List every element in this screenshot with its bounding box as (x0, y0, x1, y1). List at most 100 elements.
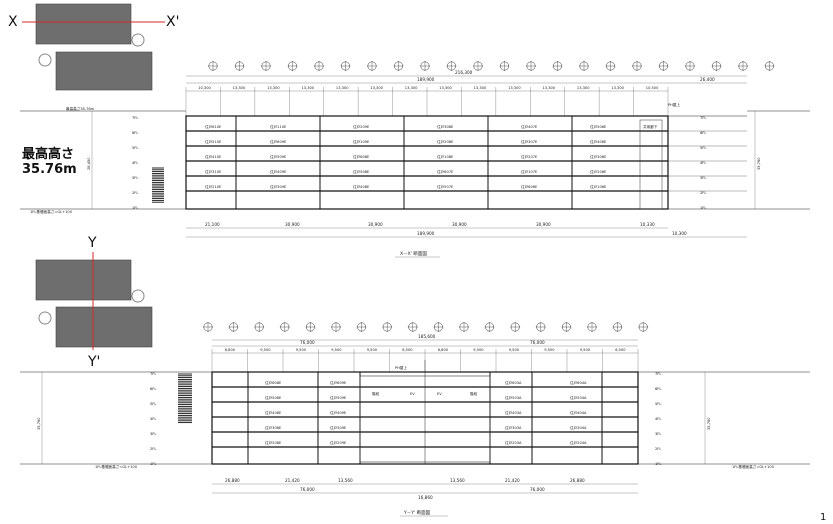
unit-label: 住戸209E (353, 124, 370, 129)
unit-label: 住戸409E (330, 410, 347, 415)
bay-dim-label: 13,300 (543, 86, 556, 90)
key-plan-stair-circle (38, 311, 52, 325)
key-plan-building-north (35, 3, 132, 45)
unit-label: 住戸408E (265, 410, 282, 415)
tree-symbol (420, 61, 430, 71)
unit-label: 住戸308E (265, 425, 282, 430)
bay-dim-label: 6,500 (402, 348, 413, 352)
tree-symbol (526, 61, 536, 71)
unit-label: 住戸508E (353, 169, 370, 174)
floor-level-label: 7FL (132, 116, 138, 120)
bottom-dim-label: 26,880 (225, 478, 240, 483)
floor-level-label: 3FL (132, 176, 138, 180)
floor-level-label: 5FL (700, 146, 706, 150)
floor-level-label: 7FL (150, 372, 156, 376)
tree-symbol (587, 322, 597, 332)
unit-label: 住戸506E (590, 124, 607, 129)
tree-symbol (254, 322, 265, 332)
dim-overall-y: 185,600 (418, 334, 436, 339)
bay-dim-label: 13,300 (233, 86, 246, 90)
key-plan-stair-circle (131, 33, 145, 47)
bottom-dim-label: 26,880 (570, 478, 585, 483)
tree-symbol (446, 61, 457, 71)
unit-label: 住戸306E (590, 154, 607, 159)
tree-symbol (356, 322, 367, 332)
key-plan-building-north-y (35, 259, 132, 301)
tree-symbol (535, 322, 546, 332)
unit-label: 住戸304A (570, 425, 587, 430)
key-plan-y: Y Y' (35, 235, 153, 370)
floor-level-label: 7FL (700, 116, 706, 120)
key-plan-building-south-y (55, 306, 153, 348)
tree-symbol (407, 322, 418, 332)
roof-label-x: PH屋上 (668, 102, 680, 107)
bay-dim-label: 13,300 (439, 86, 452, 90)
unit-label: 住戸609E (330, 380, 347, 385)
building-outline-x (185, 115, 669, 210)
floor-slabs-x (186, 116, 747, 210)
tree-symbol (287, 61, 298, 71)
max-height-value: 35.76m (22, 162, 77, 177)
floor-level-label: 4FL (655, 417, 661, 421)
floor-level-label: 1FL (150, 462, 156, 466)
bay-dim-label: 9,500 (544, 348, 555, 352)
tree-symbol (234, 61, 245, 71)
tree-symbol (561, 322, 572, 332)
bottom-dim-label: 10,330 (640, 222, 655, 227)
bay-dim-label: 13,300 (405, 86, 418, 90)
tree-symbol (499, 61, 510, 71)
floor-level-label: 2FL (700, 191, 706, 195)
unit-label: 住戸203A (505, 440, 522, 445)
height-limit-note-x: 最高高さ35.76m (66, 106, 95, 111)
ground-label-y-left: 1FL基礎面高さ=GL+100 (95, 464, 138, 469)
floor-level-label: 6FL (132, 131, 138, 135)
dim-overall-x: 216,300 (455, 70, 473, 75)
bay-dim-label: 13,300 (336, 86, 349, 90)
tree-symbol (279, 322, 290, 332)
floor-level-label: 5FL (132, 146, 138, 150)
unit-label: 住戸503A (505, 395, 522, 400)
bay-dim-label: 9,500 (367, 348, 378, 352)
bottom-right-x: 10,300 (672, 231, 687, 236)
bay-dim-label: 9,500 (580, 348, 591, 352)
floor-level-label: 3FL (655, 432, 661, 436)
floor-level-label: 1FL (132, 206, 138, 210)
bottom-mid-y: 16,860 (418, 495, 433, 500)
floor-level-label: 2FL (132, 191, 138, 195)
key-plan-x: X X' (8, 3, 179, 91)
tree-symbol (484, 322, 495, 332)
trees-row-y (203, 322, 649, 332)
tree-symbol (305, 322, 316, 332)
stair-hatch-x (152, 167, 164, 203)
unit-label: 住戸406E (590, 139, 607, 144)
ground-label-x: 1FL基礎面高さ=GL+100 (30, 209, 73, 214)
max-height-label: 最高高さ (22, 146, 74, 162)
bay-dim-label: 13,300 (474, 86, 487, 90)
key-plan-stair-circle (131, 289, 145, 303)
tree-symbol (579, 61, 589, 71)
tree-symbol (685, 61, 695, 71)
tree-symbol (331, 322, 341, 332)
tree-symbol (738, 61, 748, 71)
unit-label: 住戸608E (353, 154, 370, 159)
unit-label: 住戸206E (590, 169, 607, 174)
tree-symbol (658, 61, 669, 71)
unit-label: 住戸604A (570, 380, 587, 385)
bay-dim-label: 9,500 (260, 348, 271, 352)
bottom-dim-label: 13,560 (450, 478, 465, 483)
dim-half-y-1: 76,000 (300, 340, 315, 345)
floor-level-label: 4FL (150, 417, 156, 421)
unit-label: 住戸303A (505, 425, 522, 430)
tree-symbol (367, 61, 377, 71)
floor-level-label: 3FL (700, 176, 706, 180)
page-number: 1 (820, 512, 826, 523)
floor-level-label: 5FL (655, 402, 661, 406)
unit-label: 住戸407E (521, 124, 538, 129)
unit-label: 住戸609E (270, 139, 287, 144)
unit-label: 住戸108E (437, 154, 454, 159)
unit-labels-x: 住戸610E住戸510E住戸410E住戸310E住戸210E住戸110E住戸60… (205, 124, 658, 189)
ground-label-y-right: 1FL基礎面高さ=GL+100 (732, 464, 775, 469)
stair-hatch-y (178, 373, 192, 424)
